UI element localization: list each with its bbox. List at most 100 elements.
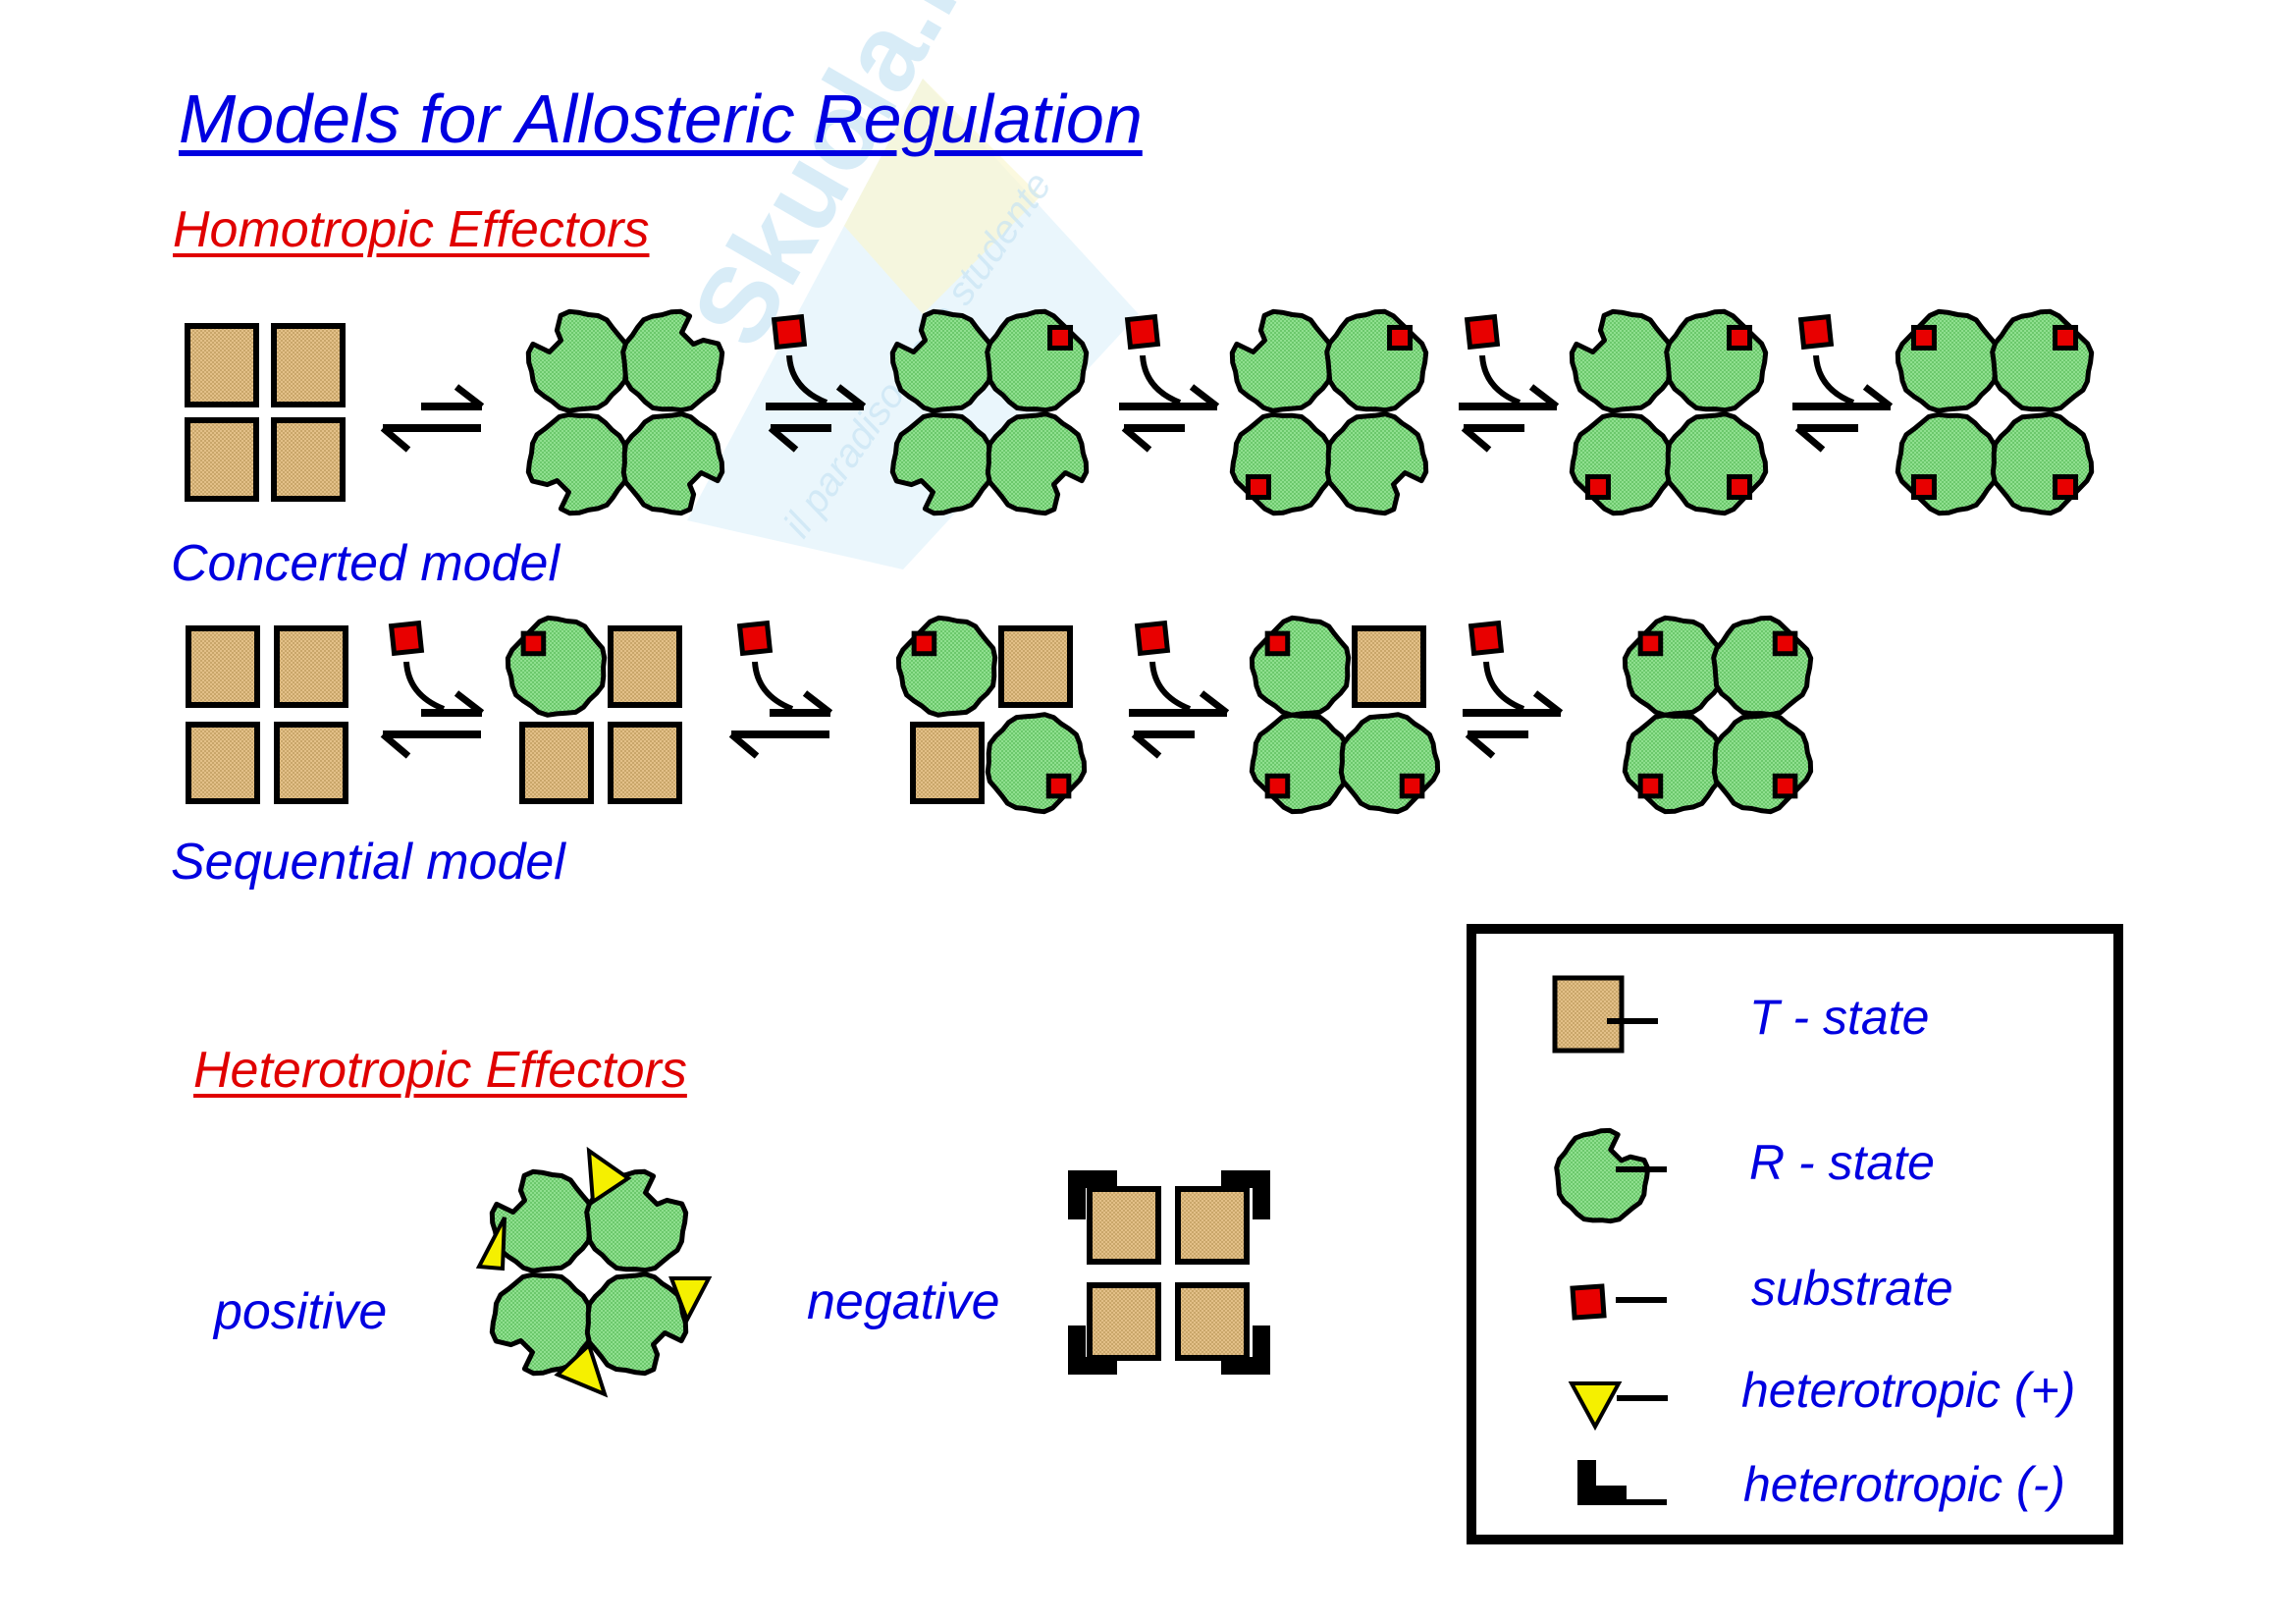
tetramer-complex	[1249, 615, 1441, 815]
reverse-arrowhead	[728, 731, 760, 759]
bound-substrate-icon	[1910, 474, 1937, 501]
substrate-icon	[736, 620, 774, 657]
r-state-subunit	[1895, 308, 2000, 413]
sequential-model-label: Sequential model	[171, 834, 565, 891]
legend-heterotropic-negative-label: heterotropic (-)	[1743, 1457, 2065, 1512]
r-state-subunit	[1711, 712, 1814, 815]
t-state-subunit	[998, 625, 1073, 708]
r-state-subunit	[525, 308, 630, 413]
legend-substrate-label: substrate	[1751, 1261, 1953, 1316]
reverse-arrowhead	[768, 425, 799, 453]
bound-substrate-icon	[1637, 773, 1664, 799]
t-state-subunit	[608, 722, 682, 804]
r-state-subunit	[525, 411, 630, 516]
r-state-body	[1554, 1127, 1651, 1224]
forward-arrowhead	[1532, 690, 1564, 716]
substrate-icon	[1124, 313, 1161, 351]
bound-substrate-icon	[1772, 630, 1798, 657]
r-state-subunit	[1622, 615, 1725, 718]
forward-arrowhead	[802, 690, 833, 716]
r-state-subunit	[489, 1168, 594, 1273]
t-state-subunit	[1175, 1282, 1250, 1361]
legend-box: T - state R - state substrate heterotrop…	[1467, 924, 2123, 1544]
reverse-arrowhead	[1461, 425, 1492, 453]
forward-arrowhead	[1199, 690, 1230, 716]
positive-effector-triangle-icon	[554, 1341, 609, 1398]
r-state-subunit	[1990, 411, 2095, 516]
substrate-icon	[1468, 620, 1505, 657]
substrate-square-icon	[1570, 1283, 1607, 1321]
substrate-entry-curve	[1149, 661, 1192, 712]
substrate-icon	[1464, 313, 1501, 351]
substrate-icon	[1134, 620, 1171, 657]
t-state-subunit	[186, 625, 260, 708]
page-title: Models for Allosteric Regulation	[179, 81, 1143, 157]
r-state-subunit	[1569, 411, 1674, 516]
black-corner-icon	[1577, 1460, 1627, 1505]
r-state-subunit	[1324, 411, 1429, 516]
substrate-entry-curve	[752, 661, 794, 712]
t-state-subunit	[519, 722, 594, 804]
yellow-triangle-icon	[1568, 1381, 1623, 1432]
bound-substrate-icon	[911, 630, 937, 657]
r-state-subunit	[1229, 308, 1334, 413]
r-state-subunit	[584, 1271, 689, 1377]
substrate-entry-curve	[403, 661, 446, 712]
positive-label: positive	[214, 1283, 388, 1340]
bound-substrate-icon	[1264, 630, 1291, 657]
tetramer-complex	[1569, 308, 1769, 516]
r-state-body	[489, 1168, 594, 1273]
t-state-subunit	[274, 722, 348, 804]
substrate-icon	[1797, 313, 1835, 351]
reverse-arrowhead	[1465, 731, 1496, 759]
tetramer-complex	[889, 308, 1090, 516]
reverse-arrowhead	[1794, 425, 1826, 453]
r-state-body	[889, 308, 994, 413]
r-state-subunit	[985, 712, 1088, 815]
t-state-subunit	[608, 625, 682, 708]
t-state-subunit	[1175, 1186, 1250, 1265]
r-state-subunit	[889, 308, 994, 413]
bound-substrate-icon	[1727, 474, 1753, 501]
legend-dash	[1616, 1499, 1667, 1505]
tetramer-complex	[1622, 615, 1814, 815]
legend-dash	[1617, 1395, 1668, 1401]
positive-effector-triangle-icon	[586, 1146, 632, 1206]
bound-substrate-icon	[1399, 773, 1425, 799]
r-state-body	[525, 308, 630, 413]
tetramer-complex	[186, 625, 348, 804]
heterotropic-heading: Heterotropic Effectors	[193, 1042, 687, 1099]
forward-arrowhead	[1528, 384, 1560, 409]
r-state-subunit	[1990, 308, 2095, 413]
substrate-entry-curve	[1140, 354, 1182, 406]
r-state-subunit	[1711, 615, 1814, 718]
r-state-body	[620, 411, 725, 516]
equilibrium-arrow	[766, 313, 867, 453]
equilibrium-arrow	[728, 620, 833, 759]
r-state-body	[985, 411, 1090, 516]
r-state-subunit	[1622, 712, 1725, 815]
equilibrium-arrow	[1792, 313, 1894, 453]
t-state-subunit	[1087, 1186, 1161, 1265]
legend-r-state-label: R - state	[1749, 1135, 1935, 1190]
equilibrium-arrow	[1129, 620, 1230, 759]
bound-substrate-icon	[1387, 324, 1414, 351]
r-state-circle-icon	[1554, 1127, 1651, 1224]
tetramer-complex	[185, 323, 346, 502]
bound-substrate-icon	[1910, 324, 1937, 351]
r-state-subunit	[1664, 308, 1769, 413]
heterotropic-positive-complex	[475, 1146, 713, 1398]
sequential-row	[186, 615, 1814, 815]
r-state-subunit	[1249, 712, 1352, 815]
r-state-subunit	[1338, 712, 1441, 815]
tetramer-complex	[1087, 1186, 1250, 1361]
r-state-body	[1324, 411, 1429, 516]
r-state-subunit	[620, 411, 725, 516]
tetramer-complex	[1229, 308, 1429, 516]
forward-arrowhead	[1862, 384, 1894, 409]
legend-dash	[1616, 1166, 1667, 1172]
homotropic-heading: Homotropic Effectors	[173, 201, 650, 258]
negative-effector-corner-icon	[1068, 1170, 1117, 1219]
bound-substrate-icon	[1772, 773, 1798, 799]
